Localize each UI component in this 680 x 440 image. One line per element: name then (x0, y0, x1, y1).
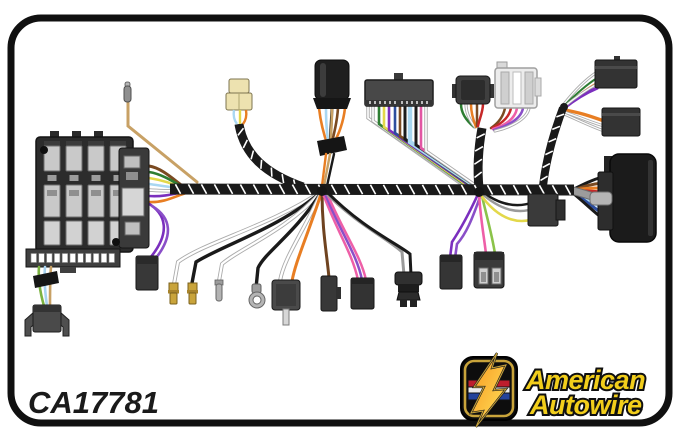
wrap-ticks (540, 113, 565, 182)
brass-bullet-terminal-1 (168, 282, 179, 305)
ground-connector-lead (24, 265, 70, 337)
pin-terminal (214, 279, 224, 302)
flasher-connector (271, 279, 301, 326)
part-number: CA17781 (28, 385, 159, 420)
dash-connector-ribbon (366, 103, 480, 189)
bulkhead-drop-wires (317, 106, 347, 188)
switch-connector-wires (459, 102, 531, 133)
silver-ferrule (589, 191, 613, 206)
lightning-bolt-outline (470, 352, 508, 428)
brown-lead-connector (320, 275, 341, 312)
round-socket-connector (394, 271, 423, 307)
hub2-feeder-cable (473, 127, 487, 189)
hub1-leads (172, 189, 413, 290)
under-trunk-square-connector (527, 193, 566, 227)
purple-lead-left (144, 200, 170, 260)
multi-pin-dash-connector (364, 73, 434, 107)
ring-terminal (248, 283, 266, 309)
tan-test-lead (126, 99, 199, 184)
main-trunk (169, 183, 575, 196)
top-right-connector-b (601, 107, 641, 137)
white-ignition-connector (494, 61, 542, 109)
purple-pair-connector-right (439, 254, 463, 290)
brand-name-line1: American (525, 365, 645, 395)
brand-logo: American Autowire (460, 352, 648, 428)
fuse-block (25, 131, 150, 273)
logo-badge (460, 352, 518, 428)
cream-two-cavity-connector (225, 78, 253, 125)
top-right-junction (560, 103, 568, 111)
wrap-ticks (174, 183, 572, 196)
purple-pair-connector-left (135, 255, 159, 291)
right-bulkhead-connector (589, 153, 657, 243)
trunk-hub-2 (474, 187, 484, 197)
pink-green-pin-connector (473, 251, 505, 289)
cream-connector-cable (234, 123, 305, 192)
round-bulkhead-connector (313, 59, 351, 109)
wrap-ticks (473, 133, 486, 179)
tan-lead-terminal (123, 81, 132, 103)
brand-name-line2: Autowire (529, 390, 642, 420)
trunk-hub-1 (317, 186, 327, 196)
accessory-connector (452, 75, 494, 105)
top-right-connector-a (594, 56, 638, 89)
pink-purple-connector (350, 277, 375, 310)
brass-bullet-terminal-2 (187, 282, 198, 305)
